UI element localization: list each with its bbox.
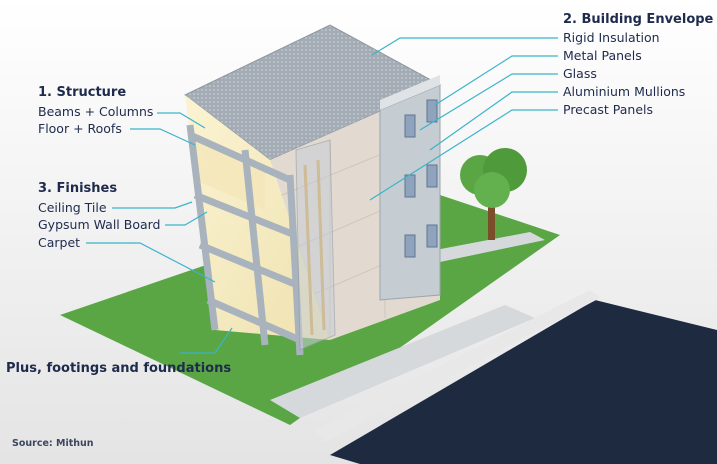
- label-rigid-insulation: Rigid Insulation: [563, 30, 660, 45]
- finishes-heading: 3. Finishes: [38, 181, 118, 196]
- label-beams-columns: Beams + Columns: [38, 104, 154, 119]
- label-carpet: Carpet: [38, 235, 81, 250]
- label-ceiling-tile: Ceiling Tile: [38, 200, 107, 215]
- sidewalk: [270, 305, 535, 418]
- leader-lines: [86, 37, 558, 354]
- label-metal-panels: Metal Panels: [563, 48, 642, 63]
- label-floor-roofs: Floor + Roofs: [38, 121, 122, 136]
- label-gypsum-wall-board: Gypsum Wall Board: [38, 217, 161, 232]
- source-credit: Source: Mithun: [12, 438, 94, 449]
- label-glass: Glass: [563, 66, 597, 81]
- steel-frame: [186, 124, 304, 356]
- label-precast-panels: Precast Panels: [563, 102, 654, 117]
- structure-heading: 1. Structure: [38, 85, 127, 100]
- footings-note: Plus, footings and foundations: [6, 361, 232, 376]
- road: [330, 300, 717, 464]
- tree-icon: [460, 148, 527, 240]
- envelope-heading: 2. Building Envelope: [563, 12, 714, 27]
- label-aluminium-mullions: Aluminium Mullions: [563, 84, 686, 99]
